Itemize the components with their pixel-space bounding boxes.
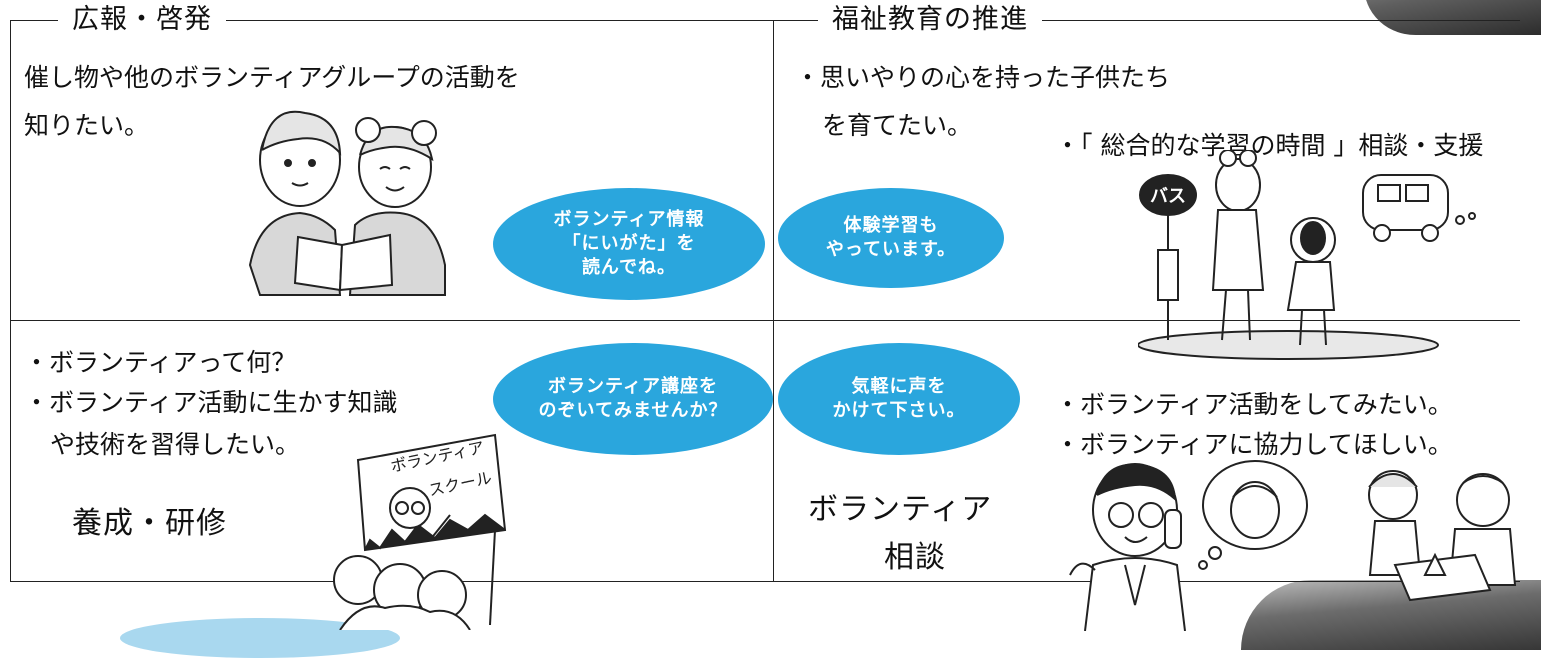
welfare-item1-line2: を育てたい。 (822, 111, 973, 140)
info-bubble: ボランティア情報 「にいがた」を 読んでね。 (493, 188, 765, 300)
training-item1: ・ボランティアって何？ (24, 348, 297, 377)
welfare-item2: ・「 総合的な学習の時間 」相談・支援 (1055, 131, 1484, 160)
training-item2-line1: ・ボランティア活動に生かす知識 (24, 388, 398, 417)
consult-label-line2: 相談 (884, 540, 946, 575)
consult-bubble: 気軽に声を かけて下さい。 (778, 343, 1020, 455)
welfare-item1-line1: ・思いやりの心を持った子供たち (795, 63, 1171, 92)
two-men-talking-illustration (1368, 470, 1517, 602)
info-bubble-text: ボランティア情報 「にいがた」を 読んでね。 (553, 209, 705, 278)
course-bubble: ボランティア講座を のぞいてみませんか？ (493, 343, 773, 455)
frame-bottom-line (10, 581, 1520, 582)
bus-stop-illustration: バス (1138, 150, 1476, 360)
publicity-text-line2: 知りたい。 (24, 111, 150, 140)
consult-item2: ・ボランティアに協力してほしい。 (1055, 430, 1453, 459)
section-title-welfare-education: 福祉教育の推進 (818, 0, 1042, 40)
consult-item1: ・ボランティア活動をしてみたい。 (1055, 390, 1453, 419)
experience-bubble: 体験学習も やっています。 (778, 188, 1004, 288)
frame-center-line (773, 20, 774, 581)
frame-middle-line (10, 320, 1520, 321)
corner-photo-top (1355, 0, 1541, 35)
publicity-text-line1: 催し物や他のボランティアグループの活動を (24, 63, 520, 92)
training-label: 養成・研修 (72, 506, 227, 541)
training-item2-line2: や技術を習得したい。 (50, 430, 301, 459)
volunteer-school-illustration: ボランティア スクール (333, 433, 507, 630)
frame-top-line (10, 20, 1520, 21)
consult-label-line1: ボランティア (808, 492, 993, 527)
course-bubble-text: ボランティア講座を のぞいてみませんか？ (538, 376, 728, 421)
children-reading-illustration (248, 110, 446, 296)
bus-stop-sign-text: バス (1150, 186, 1186, 207)
section-title-publicity: 広報・啓発 (58, 0, 226, 40)
consult-bubble-text: 気軽に声を かけて下さい。 (832, 376, 966, 421)
frame-left-line (10, 20, 11, 581)
experience-bubble-text: 体験学習も やっています。 (825, 215, 957, 260)
phone-consultation-illustration (1069, 460, 1308, 631)
